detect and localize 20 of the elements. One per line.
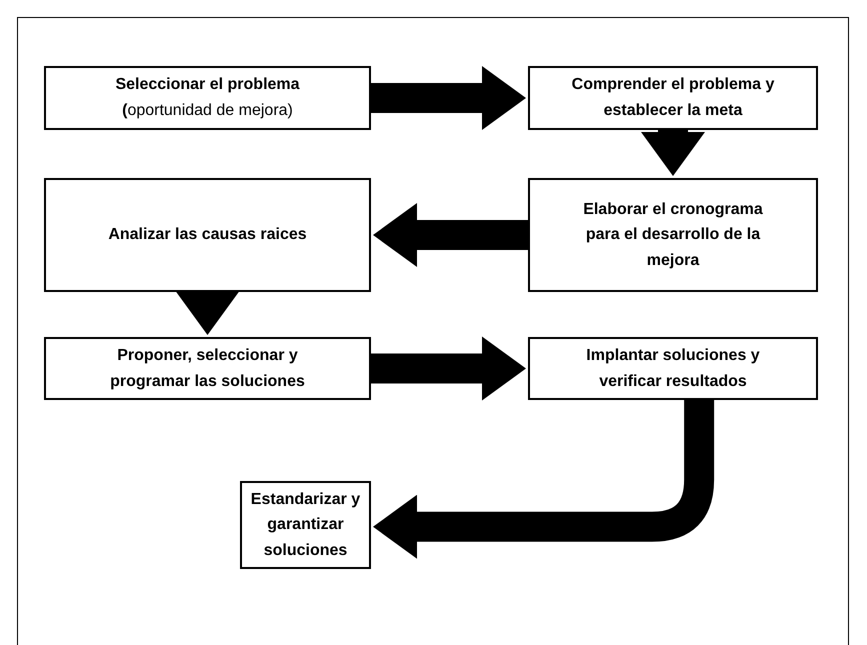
step-text: Proponer, seleccionar y programar las soluciones <box>109 346 306 392</box>
block-arrow <box>373 203 528 267</box>
step-text: Comprender el problema y establecer la meta <box>570 75 776 121</box>
process-box <box>528 66 818 130</box>
block-arrow <box>176 291 240 335</box>
step-text: Seleccionar el problema (oportunidad de mejora) <box>114 75 301 121</box>
process-box <box>44 66 371 130</box>
block-arrow <box>371 336 526 400</box>
step-text: Implantar soluciones y verificar resultados <box>585 346 761 392</box>
step-text: Elaborar el cronograma para el desarrollo de la mejora <box>582 200 764 271</box>
block-arrow <box>641 130 705 176</box>
process-box <box>528 337 818 400</box>
process-box <box>240 481 371 569</box>
step-text: Estandarizar y garantizar soluciones <box>250 490 362 561</box>
process-box <box>44 337 371 400</box>
block-arrow <box>373 400 714 559</box>
process-box <box>528 178 818 292</box>
step-text: Analizar las causas raices <box>108 225 307 246</box>
block-arrow <box>371 66 526 130</box>
process-box <box>44 178 371 292</box>
